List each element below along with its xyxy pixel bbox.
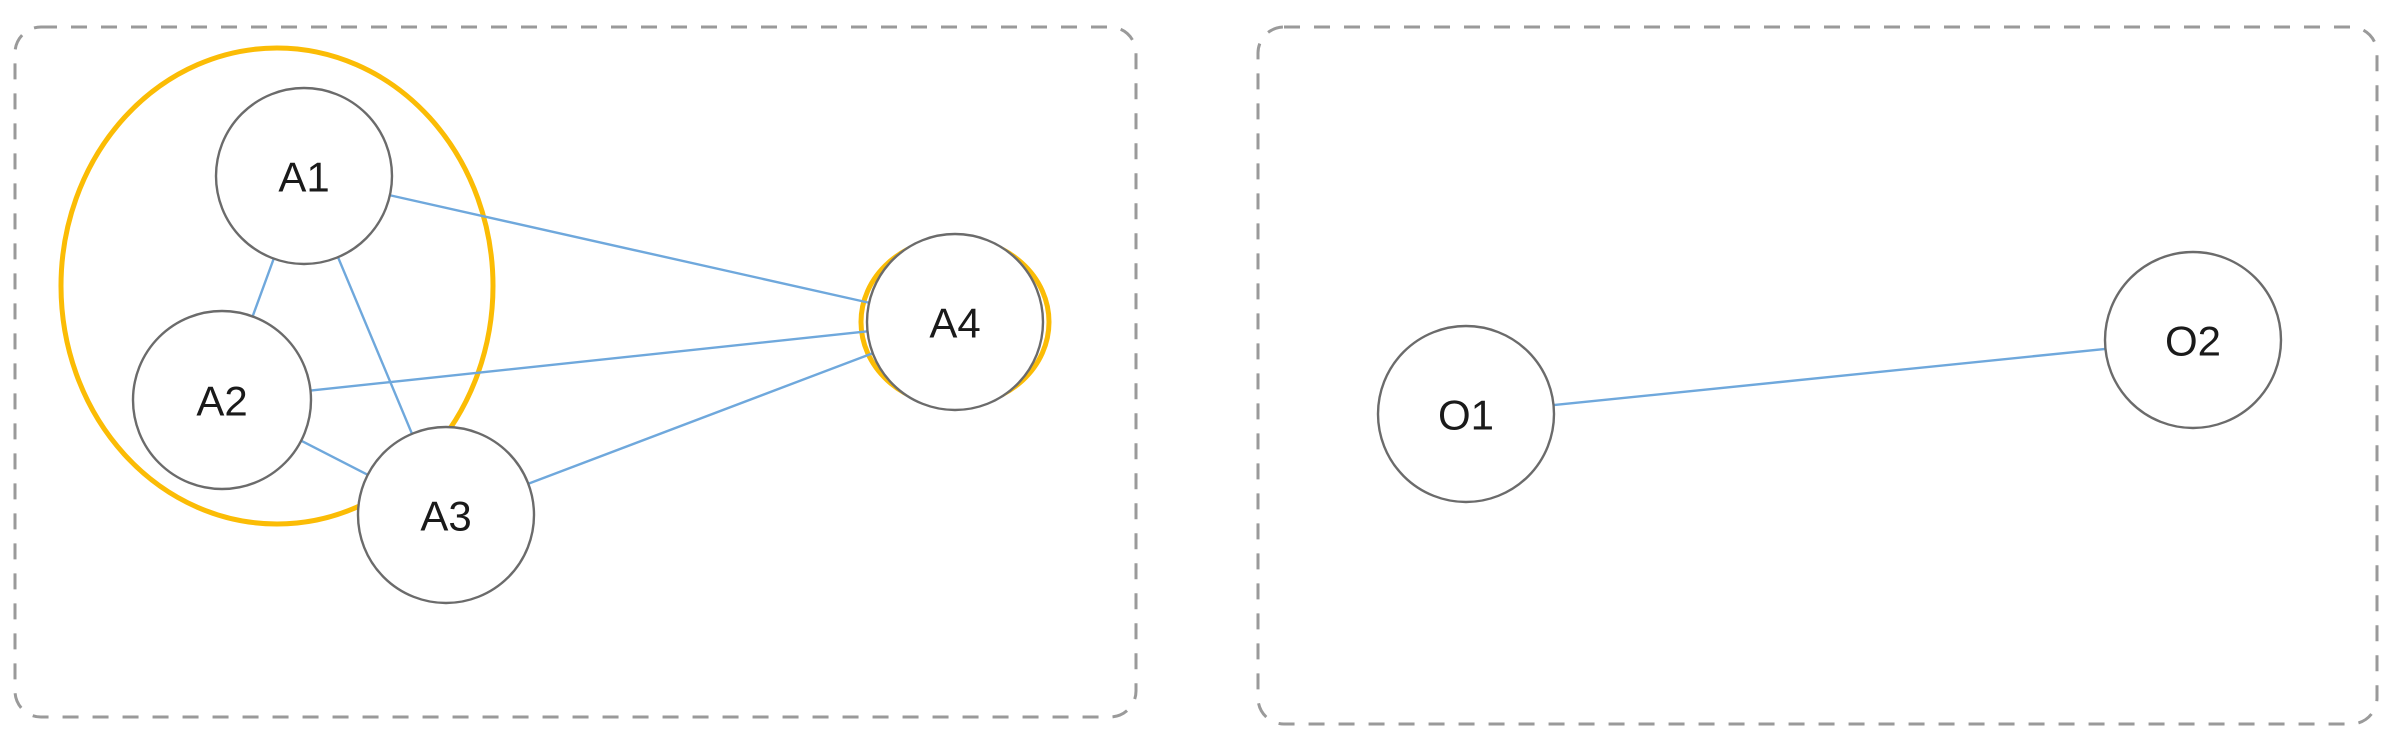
node-a3[interactable]: A3 xyxy=(356,425,536,605)
node-o1[interactable]: O1 xyxy=(1376,324,1556,504)
left-panel xyxy=(13,25,1138,719)
node-a4[interactable]: A4 xyxy=(865,232,1045,412)
orange-cluster-a123 xyxy=(58,45,496,527)
edge-a2-a4 xyxy=(309,330,869,392)
node-circle-o2[interactable] xyxy=(2103,250,2283,430)
edges-layer xyxy=(251,194,2107,486)
edge-a2-a3 xyxy=(299,439,369,477)
node-circle-o1[interactable] xyxy=(1376,324,1556,504)
right-panel xyxy=(1256,25,2379,726)
edge-a3-a4 xyxy=(527,351,874,486)
node-circle-a1[interactable] xyxy=(214,86,394,266)
edge-a1-a4 xyxy=(388,194,871,304)
node-a1[interactable]: A1 xyxy=(214,86,394,266)
node-o2[interactable]: O2 xyxy=(2103,250,2283,430)
panels-layer xyxy=(13,25,2379,726)
edge-a1-a3 xyxy=(336,255,414,436)
edge-o1-o2 xyxy=(1552,347,2107,407)
node-circle-a3[interactable] xyxy=(356,425,536,605)
node-circle-a4[interactable] xyxy=(865,232,1045,412)
node-circle-a2[interactable] xyxy=(131,309,313,491)
node-a2[interactable]: A2 xyxy=(131,309,313,491)
edge-a1-a2 xyxy=(251,257,275,318)
